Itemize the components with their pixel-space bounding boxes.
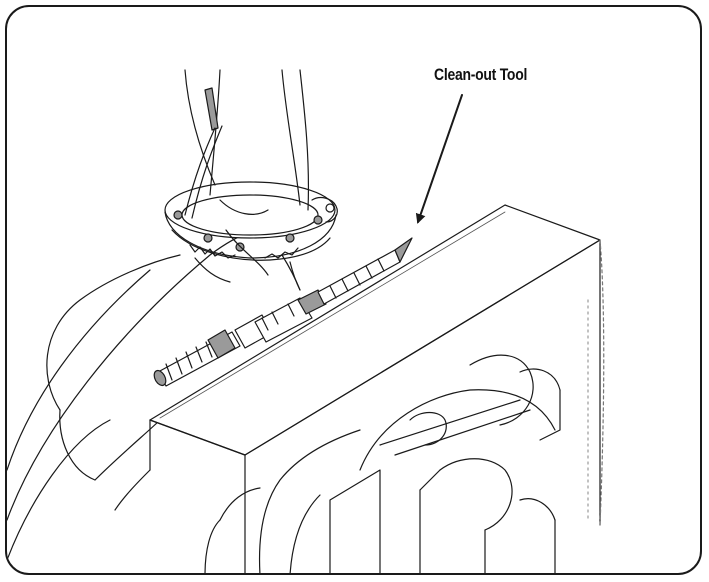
chute-assembly — [164, 69, 338, 291]
side-housing — [587, 239, 605, 526]
top-rail — [114, 204, 601, 573]
callout-arrow — [415, 94, 463, 224]
impeller-details — [204, 354, 561, 573]
clean-out-tool-label: Clean-out Tool — [434, 65, 528, 84]
clean-out-tool — [153, 237, 413, 387]
illustration-frame — [5, 5, 702, 575]
